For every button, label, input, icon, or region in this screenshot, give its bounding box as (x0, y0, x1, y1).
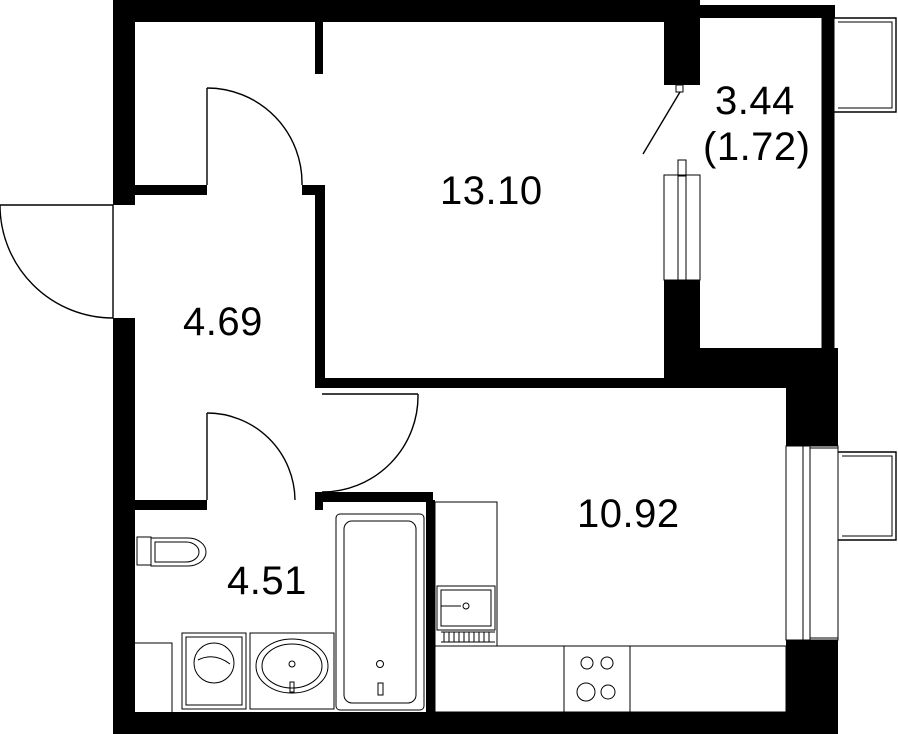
window-bedroom (663, 174, 701, 281)
balcony-sash-top-inner (838, 21, 893, 109)
bedroom-area-label: 13.10 (440, 169, 543, 213)
doors (0, 84, 684, 501)
wall-bath-top-right (315, 492, 433, 502)
window-bedroom-inner (677, 174, 687, 281)
wall-left-lower (113, 318, 135, 734)
wall-bath-right (426, 500, 435, 714)
balcony-reduced-area-label: (1.72) (703, 125, 811, 169)
balcony-area-label: 3.44 (715, 79, 795, 123)
wall-hall-top-right (302, 185, 325, 195)
kitchen-sash-inner (842, 455, 893, 537)
wall-top (113, 0, 700, 22)
bath-counter (135, 642, 173, 712)
bedroom-door-swing (206, 87, 303, 186)
wall-hall-top (135, 185, 207, 195)
kitchen-counter-left (434, 501, 498, 647)
kitchen-sash (838, 451, 897, 541)
wall-bath-top-left (135, 500, 207, 510)
stove (576, 656, 616, 702)
wall-bottom (113, 712, 838, 734)
balcony-sash-top (834, 17, 897, 113)
wall-bedroom-stub (315, 18, 323, 74)
wall-left-upper (113, 0, 135, 205)
sink (249, 632, 335, 710)
kitchen-area-label: 10.92 (577, 492, 680, 536)
wall-bedroom-left (315, 185, 325, 388)
wall-pillar-upper (664, 0, 700, 85)
toilet (136, 536, 207, 567)
kitchen-sink (436, 585, 496, 643)
room-labels: 13.10 3.44 (1.72) 4.69 10.92 4.51 (183, 79, 811, 603)
washing-machine (181, 632, 247, 710)
window-balcony-frame3 (825, 181, 835, 263)
window-kitchen (785, 445, 839, 641)
wall-right-exterior-lower (786, 640, 838, 734)
bathroom-fixtures (135, 513, 425, 712)
entrance-door-swing (0, 204, 114, 319)
bathroom-door-swing (206, 412, 296, 501)
wall-bedroom-bottom (315, 378, 664, 388)
window-kitchen-frame (809, 447, 839, 639)
walls (113, 0, 838, 734)
kitchen-door-swing (321, 393, 419, 493)
window-balcony-frame2 (825, 99, 835, 181)
window-balcony-frame1 (825, 17, 835, 99)
window-balcony-frame4 (825, 263, 835, 347)
wall-bath-door-stub (315, 492, 323, 510)
window-bedroom-cap (677, 159, 687, 177)
windows (663, 13, 897, 641)
balcony-door-hinge (675, 84, 684, 93)
kitchen-fixtures (434, 501, 787, 713)
kitchen-counter-bottom (434, 645, 787, 713)
hallway-area-label: 4.69 (183, 300, 263, 344)
wall-right-exterior-upper (786, 348, 838, 446)
wall-balcony-top (700, 5, 835, 18)
bathtub (335, 513, 425, 711)
balcony-door-leaf (642, 91, 681, 155)
bathroom-area-label: 4.51 (227, 559, 307, 603)
